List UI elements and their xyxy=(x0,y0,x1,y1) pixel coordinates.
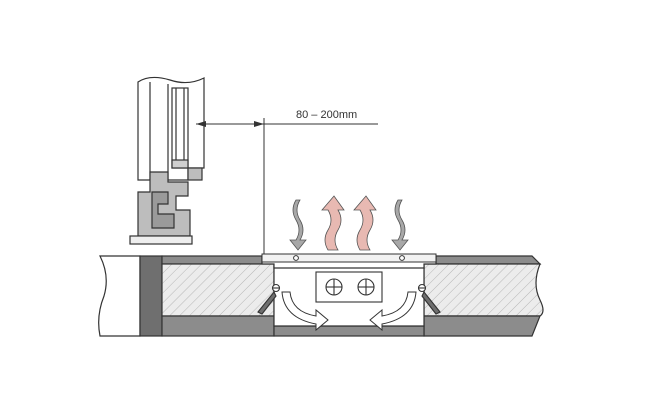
window-frame xyxy=(129,76,205,245)
warm-air-arrow-left xyxy=(321,195,345,251)
fan-icon xyxy=(325,278,343,296)
fan-unit xyxy=(315,271,383,303)
fan-icon xyxy=(357,278,375,296)
insulation-layer xyxy=(161,263,544,317)
cool-air-arrow-left xyxy=(289,199,307,251)
screw-icon xyxy=(417,283,441,315)
circulation-arrow-right xyxy=(369,291,417,332)
floor-left-section xyxy=(98,255,163,337)
concrete-slab xyxy=(161,315,541,337)
circulation-arrow-left xyxy=(281,291,329,332)
cool-air-arrow-right xyxy=(391,199,409,251)
warm-air-arrow-right xyxy=(353,195,377,251)
floor-grille xyxy=(261,253,437,263)
screw-icon xyxy=(257,283,281,315)
dimension-label: 80 – 200mm xyxy=(296,109,357,121)
dimension-line xyxy=(196,118,378,256)
